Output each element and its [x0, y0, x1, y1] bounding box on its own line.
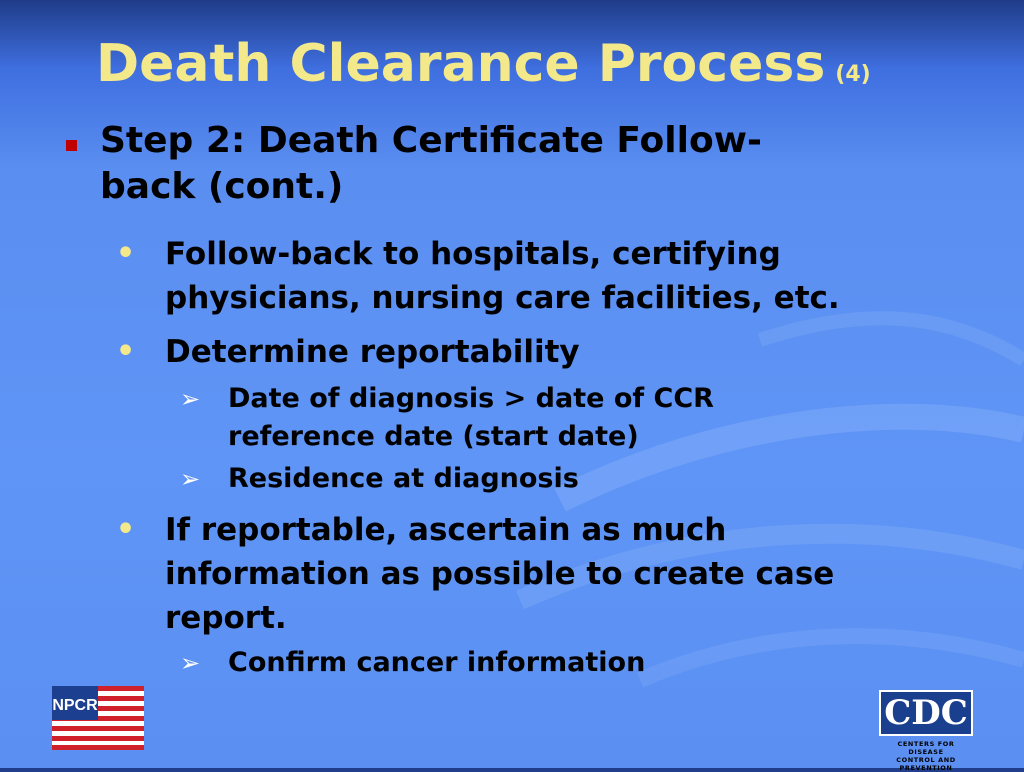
npcr-flag-logo-icon: NPCR	[52, 686, 144, 750]
bullet-level3-residence: Residence at diagnosis	[228, 460, 848, 498]
bullet-level1-step2: Step 2: Death Certificate Follow- back (…	[100, 118, 880, 210]
arrow-bullet-icon: ➢	[180, 385, 201, 413]
cdc-caption-line: CENTERS FOR DISEASE	[897, 740, 955, 756]
arrow-bullet-icon: ➢	[180, 465, 201, 493]
bullet-level3-date-of-diagnosis: Date of diagnosis > date of CCR referenc…	[228, 380, 848, 456]
slide-title: Death Clearance Process (4)	[96, 34, 871, 94]
cdc-caption-line: CONTROL AND PREVENTION	[896, 756, 956, 772]
square-bullet-icon	[66, 140, 77, 151]
bullet-line: physicians, nursing care facilities, etc…	[165, 280, 840, 316]
slide-title-suffix: (4)	[835, 62, 871, 87]
bullet-line: information as possible to create case	[165, 556, 835, 592]
cdc-logo-icon: CDC CENTERS FOR DISEASE CONTROL AND PREV…	[879, 690, 973, 772]
bullet-line: Residence at diagnosis	[228, 463, 579, 494]
round-bullet-icon: •	[116, 334, 136, 369]
bullet-line: Date of diagnosis > date of CCR	[228, 383, 714, 414]
bullet-line: back (cont.)	[100, 166, 344, 207]
round-bullet-icon: •	[116, 512, 136, 547]
bullet-level2-reportability: Determine reportability	[165, 330, 945, 374]
round-bullet-icon: •	[116, 236, 136, 271]
bullet-line: Follow-back to hospitals, certifying	[165, 236, 781, 272]
bullet-line: Confirm cancer information	[228, 647, 646, 678]
cdc-logo-caption: CENTERS FOR DISEASE CONTROL AND PREVENTI…	[879, 740, 973, 772]
arrow-bullet-icon: ➢	[180, 649, 201, 677]
slide-title-text: Death Clearance Process	[96, 34, 826, 94]
bullet-line: If reportable, ascertain as much	[165, 512, 727, 548]
bullet-line: Step 2: Death Certificate Follow-	[100, 120, 762, 161]
bullet-level3-confirm-cancer: Confirm cancer information	[228, 644, 848, 682]
bullet-level2-follow-back: Follow-back to hospitals, certifying phy…	[165, 232, 945, 320]
bullet-line: report.	[165, 600, 287, 636]
cdc-logo-text: CDC	[879, 690, 973, 736]
bullet-line: reference date (start date)	[228, 421, 639, 452]
bullet-level2-if-reportable: If reportable, ascertain as much informa…	[165, 508, 945, 640]
bullet-line: Determine reportability	[165, 334, 580, 370]
npcr-logo-text: NPCR	[52, 697, 98, 714]
